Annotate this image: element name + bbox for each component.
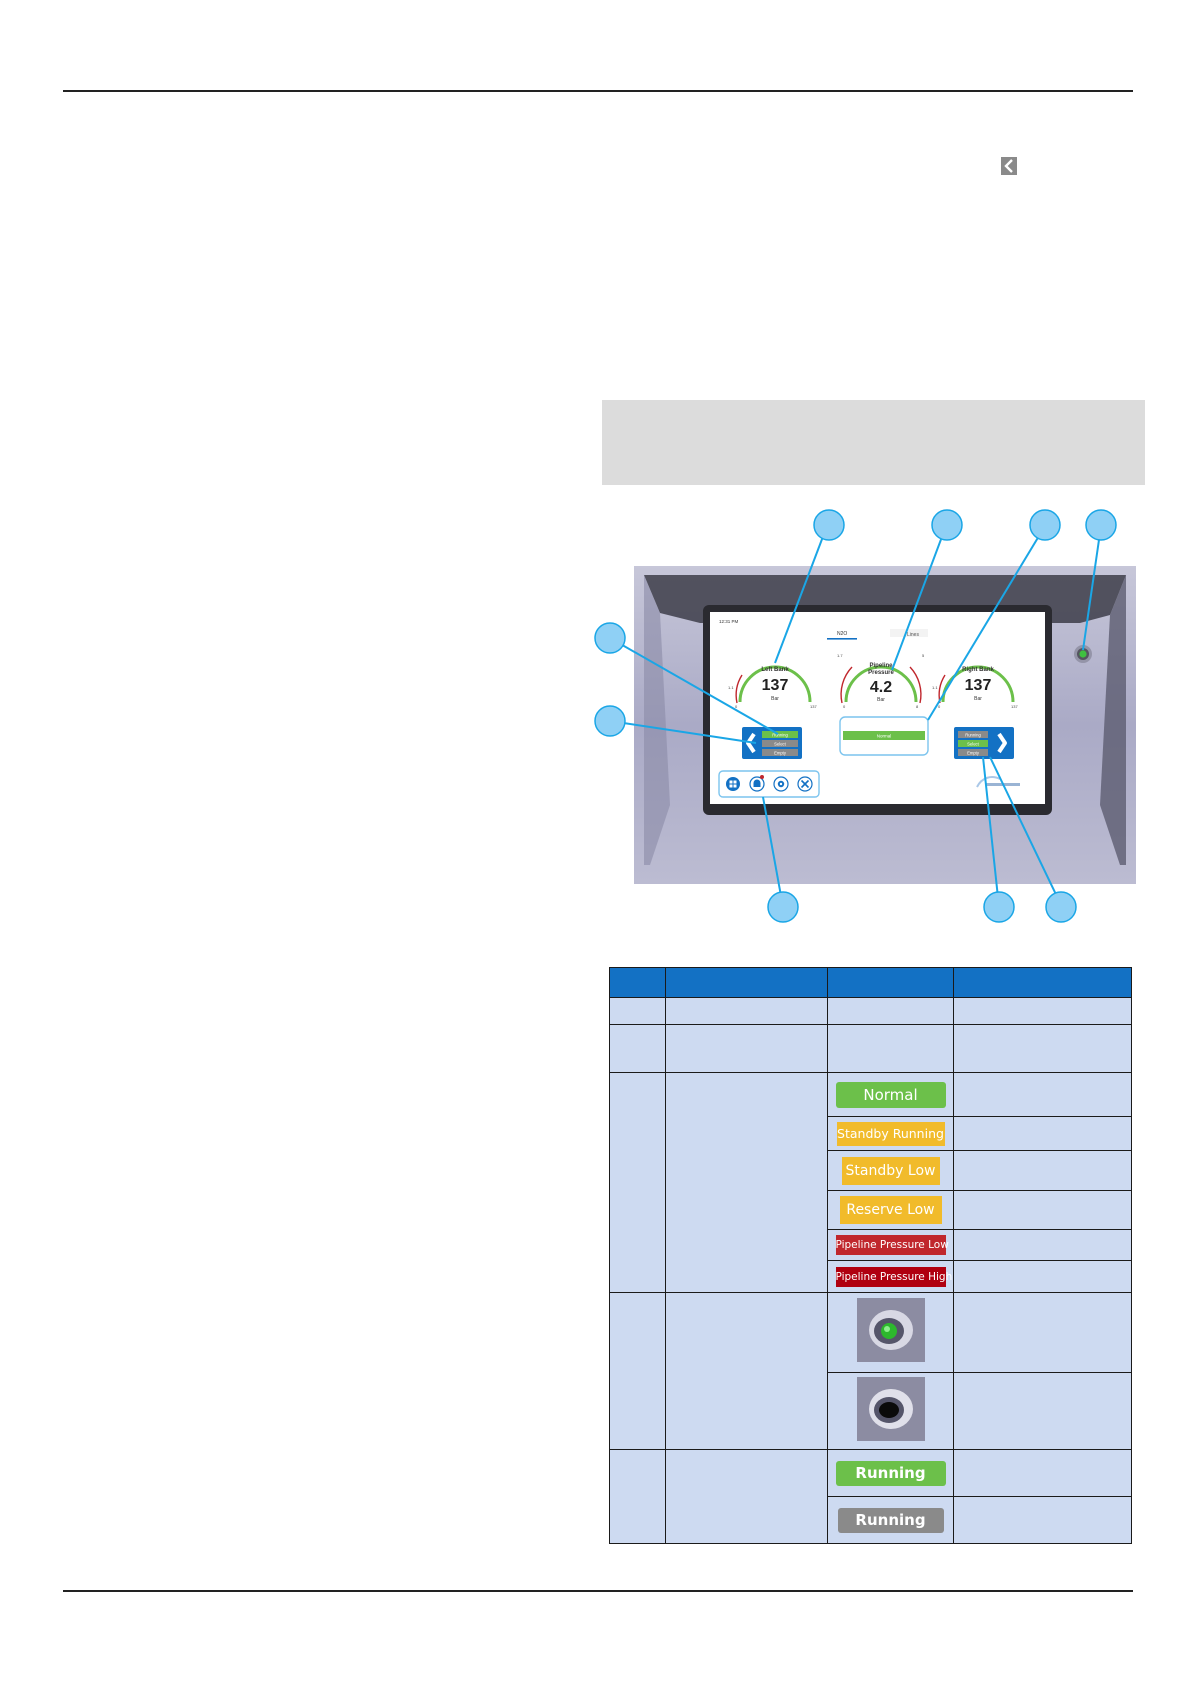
alarm-status-outline bbox=[839, 716, 929, 756]
callout-circle bbox=[1085, 509, 1117, 541]
center-gauge-value: 4.2 bbox=[870, 679, 892, 696]
nav-bar-outline bbox=[718, 770, 820, 798]
left-gauge-tick: 1.1 bbox=[728, 685, 734, 690]
callout-circle bbox=[813, 509, 845, 541]
table-row bbox=[609, 1024, 1132, 1073]
bezel-led bbox=[1079, 650, 1087, 658]
table-row: Reserve Low bbox=[610, 1190, 1132, 1230]
table-row: Pipeline Pressure Low bbox=[610, 1229, 1132, 1261]
callout-circle bbox=[594, 705, 626, 737]
callout-circle bbox=[1029, 509, 1061, 541]
note-box bbox=[602, 400, 1145, 485]
table-row: Running bbox=[609, 1449, 1132, 1544]
table-header-row bbox=[609, 967, 1132, 998]
legend-table: Normal Standby Running Standby Low Reser… bbox=[609, 967, 1132, 1544]
center-gauge-max: 8 bbox=[916, 704, 919, 709]
tab-n2o[interactable]: N2O bbox=[837, 631, 847, 637]
right-gauge-min: 0 bbox=[938, 704, 941, 709]
table-header-cell bbox=[665, 967, 828, 998]
right-gauge-unit: Bar bbox=[974, 696, 982, 702]
chevron-left-icon[interactable] bbox=[746, 732, 756, 754]
bank-running-inactive-badge: Running bbox=[837, 1507, 944, 1533]
bank-running-active-badge: Running bbox=[835, 1460, 946, 1486]
center-gauge-low: 1.7 bbox=[837, 653, 843, 658]
left-status-running: Running bbox=[772, 733, 788, 738]
center-gauge-title-1: Pipeline bbox=[869, 663, 893, 669]
right-status-select[interactable]: Select bbox=[967, 742, 979, 747]
control-panel-illustration: 12:31 PM N2O Lines 1.1 Left Bank 137 Bar… bbox=[590, 505, 1150, 925]
left-gauge-arc bbox=[738, 665, 812, 703]
left-status-empty: Empty bbox=[774, 751, 787, 756]
left-gauge-max: 137 bbox=[810, 704, 817, 709]
right-gauge-max: 137 bbox=[1011, 704, 1018, 709]
chevron-left-icon[interactable] bbox=[1001, 157, 1017, 175]
led-off-indicator bbox=[878, 1401, 899, 1418]
status-pipeline-pressure-high-badge: Pipeline Pressure High bbox=[835, 1266, 952, 1287]
status-normal-badge: Normal bbox=[835, 1081, 946, 1108]
header-rule bbox=[63, 90, 1133, 92]
callout-circle bbox=[767, 891, 799, 923]
table-row bbox=[609, 997, 1132, 1025]
table-row: Running bbox=[610, 1496, 1132, 1544]
left-gauge-title: Left Bank bbox=[761, 667, 789, 673]
table-row bbox=[610, 1372, 1132, 1450]
status-standby-low-badge: Standby Low bbox=[841, 1156, 940, 1185]
right-gauge-tick: 1.1 bbox=[932, 685, 938, 690]
right-status-running: Running bbox=[965, 733, 981, 738]
led-off-photo bbox=[856, 1376, 925, 1441]
callout-circle bbox=[931, 509, 963, 541]
home-icon[interactable] bbox=[726, 777, 740, 791]
center-gauge-min: 0 bbox=[843, 704, 846, 709]
callout-circle bbox=[983, 891, 1015, 923]
center-gauge-unit: Bar bbox=[877, 697, 885, 703]
alarm-status-bar bbox=[843, 731, 925, 740]
status-pipeline-pressure-low-badge: Pipeline Pressure Low bbox=[835, 1235, 949, 1255]
table-row: Pipeline Pressure High bbox=[610, 1260, 1132, 1293]
right-gauge-value: 137 bbox=[965, 677, 992, 694]
alarm-status-text: Normal bbox=[877, 734, 892, 739]
left-gauge-unit: Bar bbox=[771, 696, 779, 702]
left-status-select[interactable]: Select bbox=[774, 742, 786, 747]
table-header-cell bbox=[953, 967, 1132, 998]
table-row: Standby Low bbox=[610, 1150, 1132, 1191]
table-row: Normal bbox=[609, 1072, 1132, 1293]
chevron-right-icon[interactable] bbox=[997, 732, 1007, 754]
tab-lines[interactable]: Lines bbox=[907, 632, 919, 638]
screen bbox=[710, 612, 1045, 804]
center-gauge-arc bbox=[844, 665, 918, 703]
table-header-cell bbox=[609, 967, 666, 998]
table-row: Standby Running bbox=[610, 1116, 1132, 1151]
screen-time: 12:31 PM bbox=[719, 619, 739, 624]
right-gauge-title: Right Bank bbox=[962, 667, 994, 673]
table-header-cell bbox=[827, 967, 954, 998]
callout-circle bbox=[1045, 891, 1077, 923]
status-standby-running-badge: Standby Running bbox=[836, 1121, 945, 1146]
table-row bbox=[609, 1292, 1132, 1450]
status-reserve-low-badge: Reserve Low bbox=[839, 1196, 942, 1224]
logo-swoosh bbox=[976, 776, 1001, 788]
center-gauge-title-2: Pressure bbox=[868, 670, 894, 676]
led-on-photo bbox=[856, 1298, 925, 1362]
center-gauge-high: 5 bbox=[922, 653, 925, 658]
right-status-empty: Empty bbox=[967, 751, 980, 756]
footer-rule bbox=[63, 1590, 1133, 1592]
left-gauge-min: 0 bbox=[735, 704, 738, 709]
left-gauge-value: 137 bbox=[762, 677, 789, 694]
callout-circle bbox=[594, 622, 626, 654]
right-gauge-arc bbox=[941, 665, 1015, 703]
